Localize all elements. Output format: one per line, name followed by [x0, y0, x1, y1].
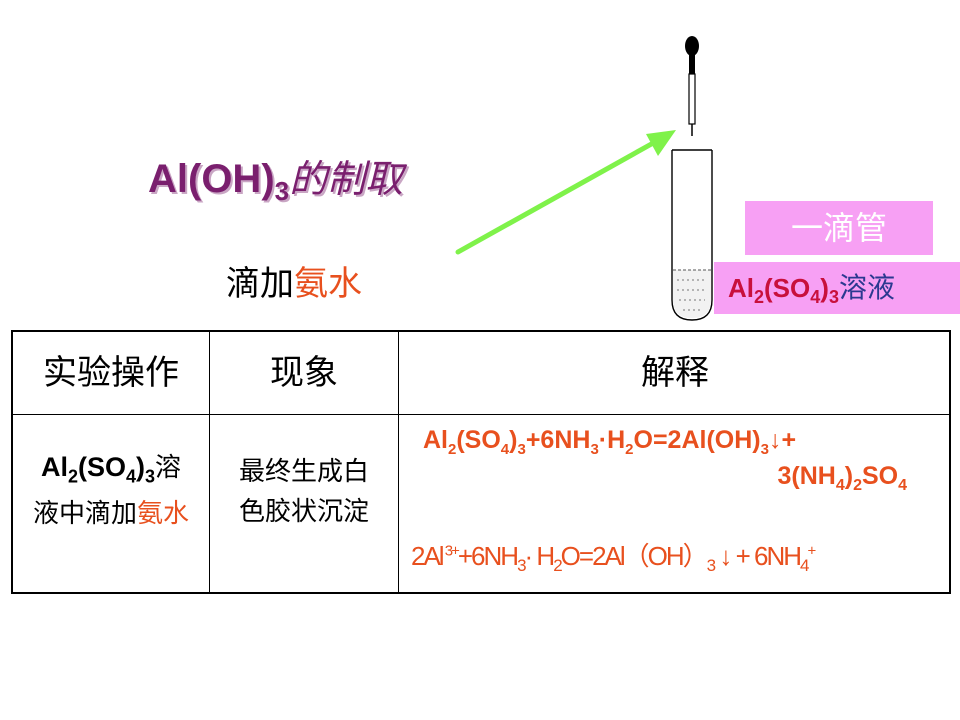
operation-line-2: 液中滴加氨水 — [32, 499, 190, 530]
equation-ionic: 2Al 3++6NH3· H2O=2Al（OH）3 ↓ + 6NH4+ — [411, 541, 816, 576]
equation-molecular-line-2: 3(NH4)2SO4 — [777, 462, 907, 494]
operation-cell: Al2(SO4)3溶 液中滴加氨水 — [13, 448, 209, 533]
header-operation: 实验操作 — [43, 353, 179, 393]
dropper-label: 一滴管 — [745, 201, 933, 255]
solution-label: Al2(SO4)3溶液 — [714, 262, 960, 314]
instruction-prefix: 滴加 — [226, 264, 294, 304]
phenomenon-cell: 最终生成白 色胶状沉淀 — [210, 452, 398, 532]
equation-molecular-line-1: Al2(SO4)3+6NH3·H2O=2Al(OH)3↓+ — [423, 426, 797, 458]
instruction-highlight: 氨水 — [294, 264, 362, 304]
table-divider — [209, 332, 210, 592]
instruction-text: 滴加氨水 — [226, 256, 362, 305]
table-divider — [13, 414, 949, 415]
phenomenon-line-2: 色胶状沉淀 — [238, 497, 369, 527]
operation-line-1: Al2(SO4)3溶 — [40, 452, 182, 487]
title-formula: Al(OH) — [148, 157, 275, 201]
experiment-table: 实验操作 现象 解释 Al2(SO4)3溶 液中滴加氨水 最终生成白 色胶状沉淀… — [11, 330, 951, 594]
solution-text: 溶液 — [838, 271, 895, 304]
header-phenomenon: 现象 — [270, 353, 338, 393]
title-formula-subscript: 3 — [274, 176, 290, 206]
phenomenon-line-1: 最终生成白 — [238, 457, 369, 487]
header-explanation: 解释 — [641, 353, 709, 393]
title-text: 的制取 — [289, 157, 404, 201]
table-divider — [398, 332, 399, 592]
test-tube-dropper-icon — [671, 36, 713, 321]
page-title: Al(OH)3的制取 — [148, 148, 403, 208]
solution-formula: Al2(SO4)3 — [728, 273, 839, 308]
green-arrow-icon — [455, 130, 676, 255]
